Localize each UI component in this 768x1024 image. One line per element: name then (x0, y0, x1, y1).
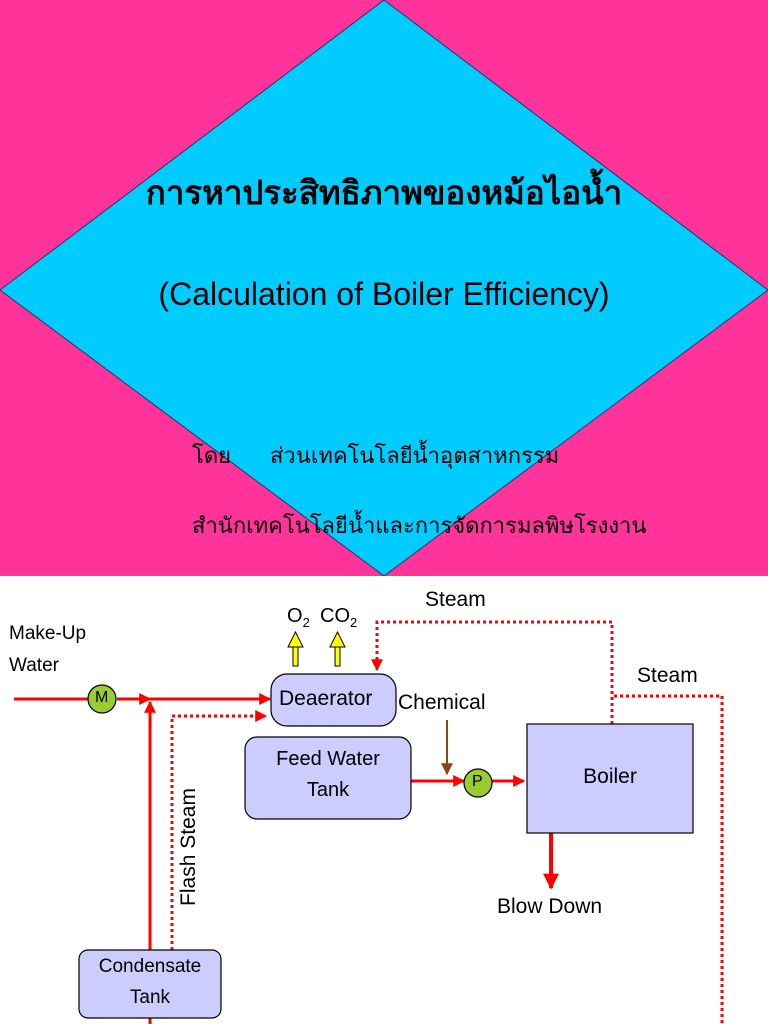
condensate-tank-box (78, 949, 222, 1019)
pump-label: P (472, 773, 483, 790)
deaerator-box (270, 673, 397, 727)
feed-water-tank-box (244, 736, 412, 820)
co2-label-sub: 2 (350, 615, 358, 630)
title-slide: การหาประสิทธิภาพของหม้อไอน้ำ (Calculatio… (0, 0, 768, 576)
title-thai: การหาประสิทธิภาพของหม้อไอน้ำ (145, 173, 623, 212)
co2-label-base: CO (320, 605, 350, 627)
motor-label: M (95, 689, 109, 706)
feed-water-tank-label-line2: Tank (306, 779, 350, 801)
o2-label: O2 (287, 605, 310, 631)
diagram-lines (14, 620, 724, 1024)
co2-vent-arrow (329, 630, 346, 667)
o2-label-sub: 2 (302, 615, 310, 630)
cyan-diamond (0, 0, 768, 576)
slide-background (0, 0, 768, 576)
makeup-water-label-line2: Water (9, 655, 59, 676)
boiler-flow-diagram: Make-Up Water M P O2 CO2 Deaerator Chemi… (0, 576, 768, 1024)
o2-label-base: O (287, 605, 303, 627)
by-label: โดย (192, 444, 231, 469)
flash-steam-line (170, 710, 268, 950)
o2-vent-arrow (287, 630, 304, 667)
blow-down-label: Blow Down (497, 895, 603, 918)
feed-water-tank-label-line1: Feed Water (276, 748, 380, 770)
deaerator-label: Deaerator (279, 687, 373, 710)
department-name: ส่วนเทคโนโลยีน้ำอุตสาหกรรม (270, 444, 560, 469)
bureau-name: สำนักเทคโนโลยีน้ำและการจัดการมลพิษโรงงาน (192, 514, 647, 539)
co2-label: CO2 (320, 605, 357, 631)
condensate-tank-label-line2: Tank (129, 987, 171, 1008)
chemical-label: Chemical (398, 691, 486, 714)
boiler-box (526, 723, 694, 834)
steam-right-label: Steam (637, 664, 698, 687)
motor-node (87, 684, 117, 714)
makeup-water-label-line1: Make-Up (9, 623, 87, 644)
steam-out-line (610, 694, 724, 1024)
flash-steam-label: Flash Steam (176, 788, 200, 906)
boiler-label: Boiler (583, 765, 637, 788)
steam-top-label: Steam (425, 588, 486, 611)
title-english: (Calculation of Boiler Efficiency) (158, 276, 610, 312)
steam-to-deaerator-line (371, 620, 614, 724)
condensate-tank-label-line1: Condensate (98, 956, 202, 977)
pump-node (463, 768, 493, 798)
